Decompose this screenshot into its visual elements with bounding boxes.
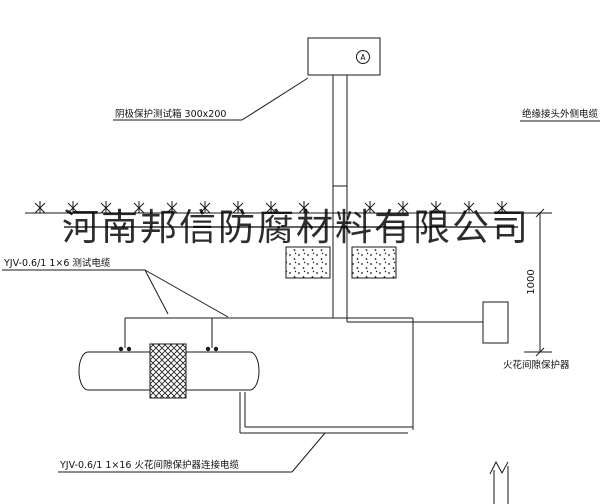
pipe-riser-symbol xyxy=(489,460,509,504)
label-dimension-1000: 1000 xyxy=(526,269,537,294)
watermark: 河南邦信防腐材料有限公司 xyxy=(62,206,528,249)
ammeter-symbol: A xyxy=(356,50,370,64)
ammeter-letter: A xyxy=(360,53,366,62)
foundation-block-right xyxy=(351,246,397,279)
insulating-joint xyxy=(149,343,187,399)
leader-test-box xyxy=(113,77,309,121)
spark-gap-protector xyxy=(482,301,509,344)
dimension-1000 xyxy=(522,208,552,357)
cable-connection-dots xyxy=(118,346,219,352)
test-cables xyxy=(124,317,413,348)
leader-test-cable xyxy=(2,269,229,318)
label-test-cable: YJV-0.6/1 1×6 测试电缆 xyxy=(3,257,111,269)
test-post xyxy=(332,75,348,322)
foundation-block-left xyxy=(285,246,331,279)
test-box xyxy=(307,37,381,76)
leader-connection-cable xyxy=(58,432,326,473)
label-connection-cable: YJV-0.6/1 1×16 火花间隙保护器连接电缆 xyxy=(59,459,239,471)
label-insulated-joint-cable: 绝缘接头外侧电缆 xyxy=(522,108,599,120)
spark-gap-cables xyxy=(239,318,483,434)
label-test-box: 阴极保护测试箱 300x200 xyxy=(115,108,226,120)
label-spark-gap-protector: 火花间隙保护器 xyxy=(503,359,570,371)
